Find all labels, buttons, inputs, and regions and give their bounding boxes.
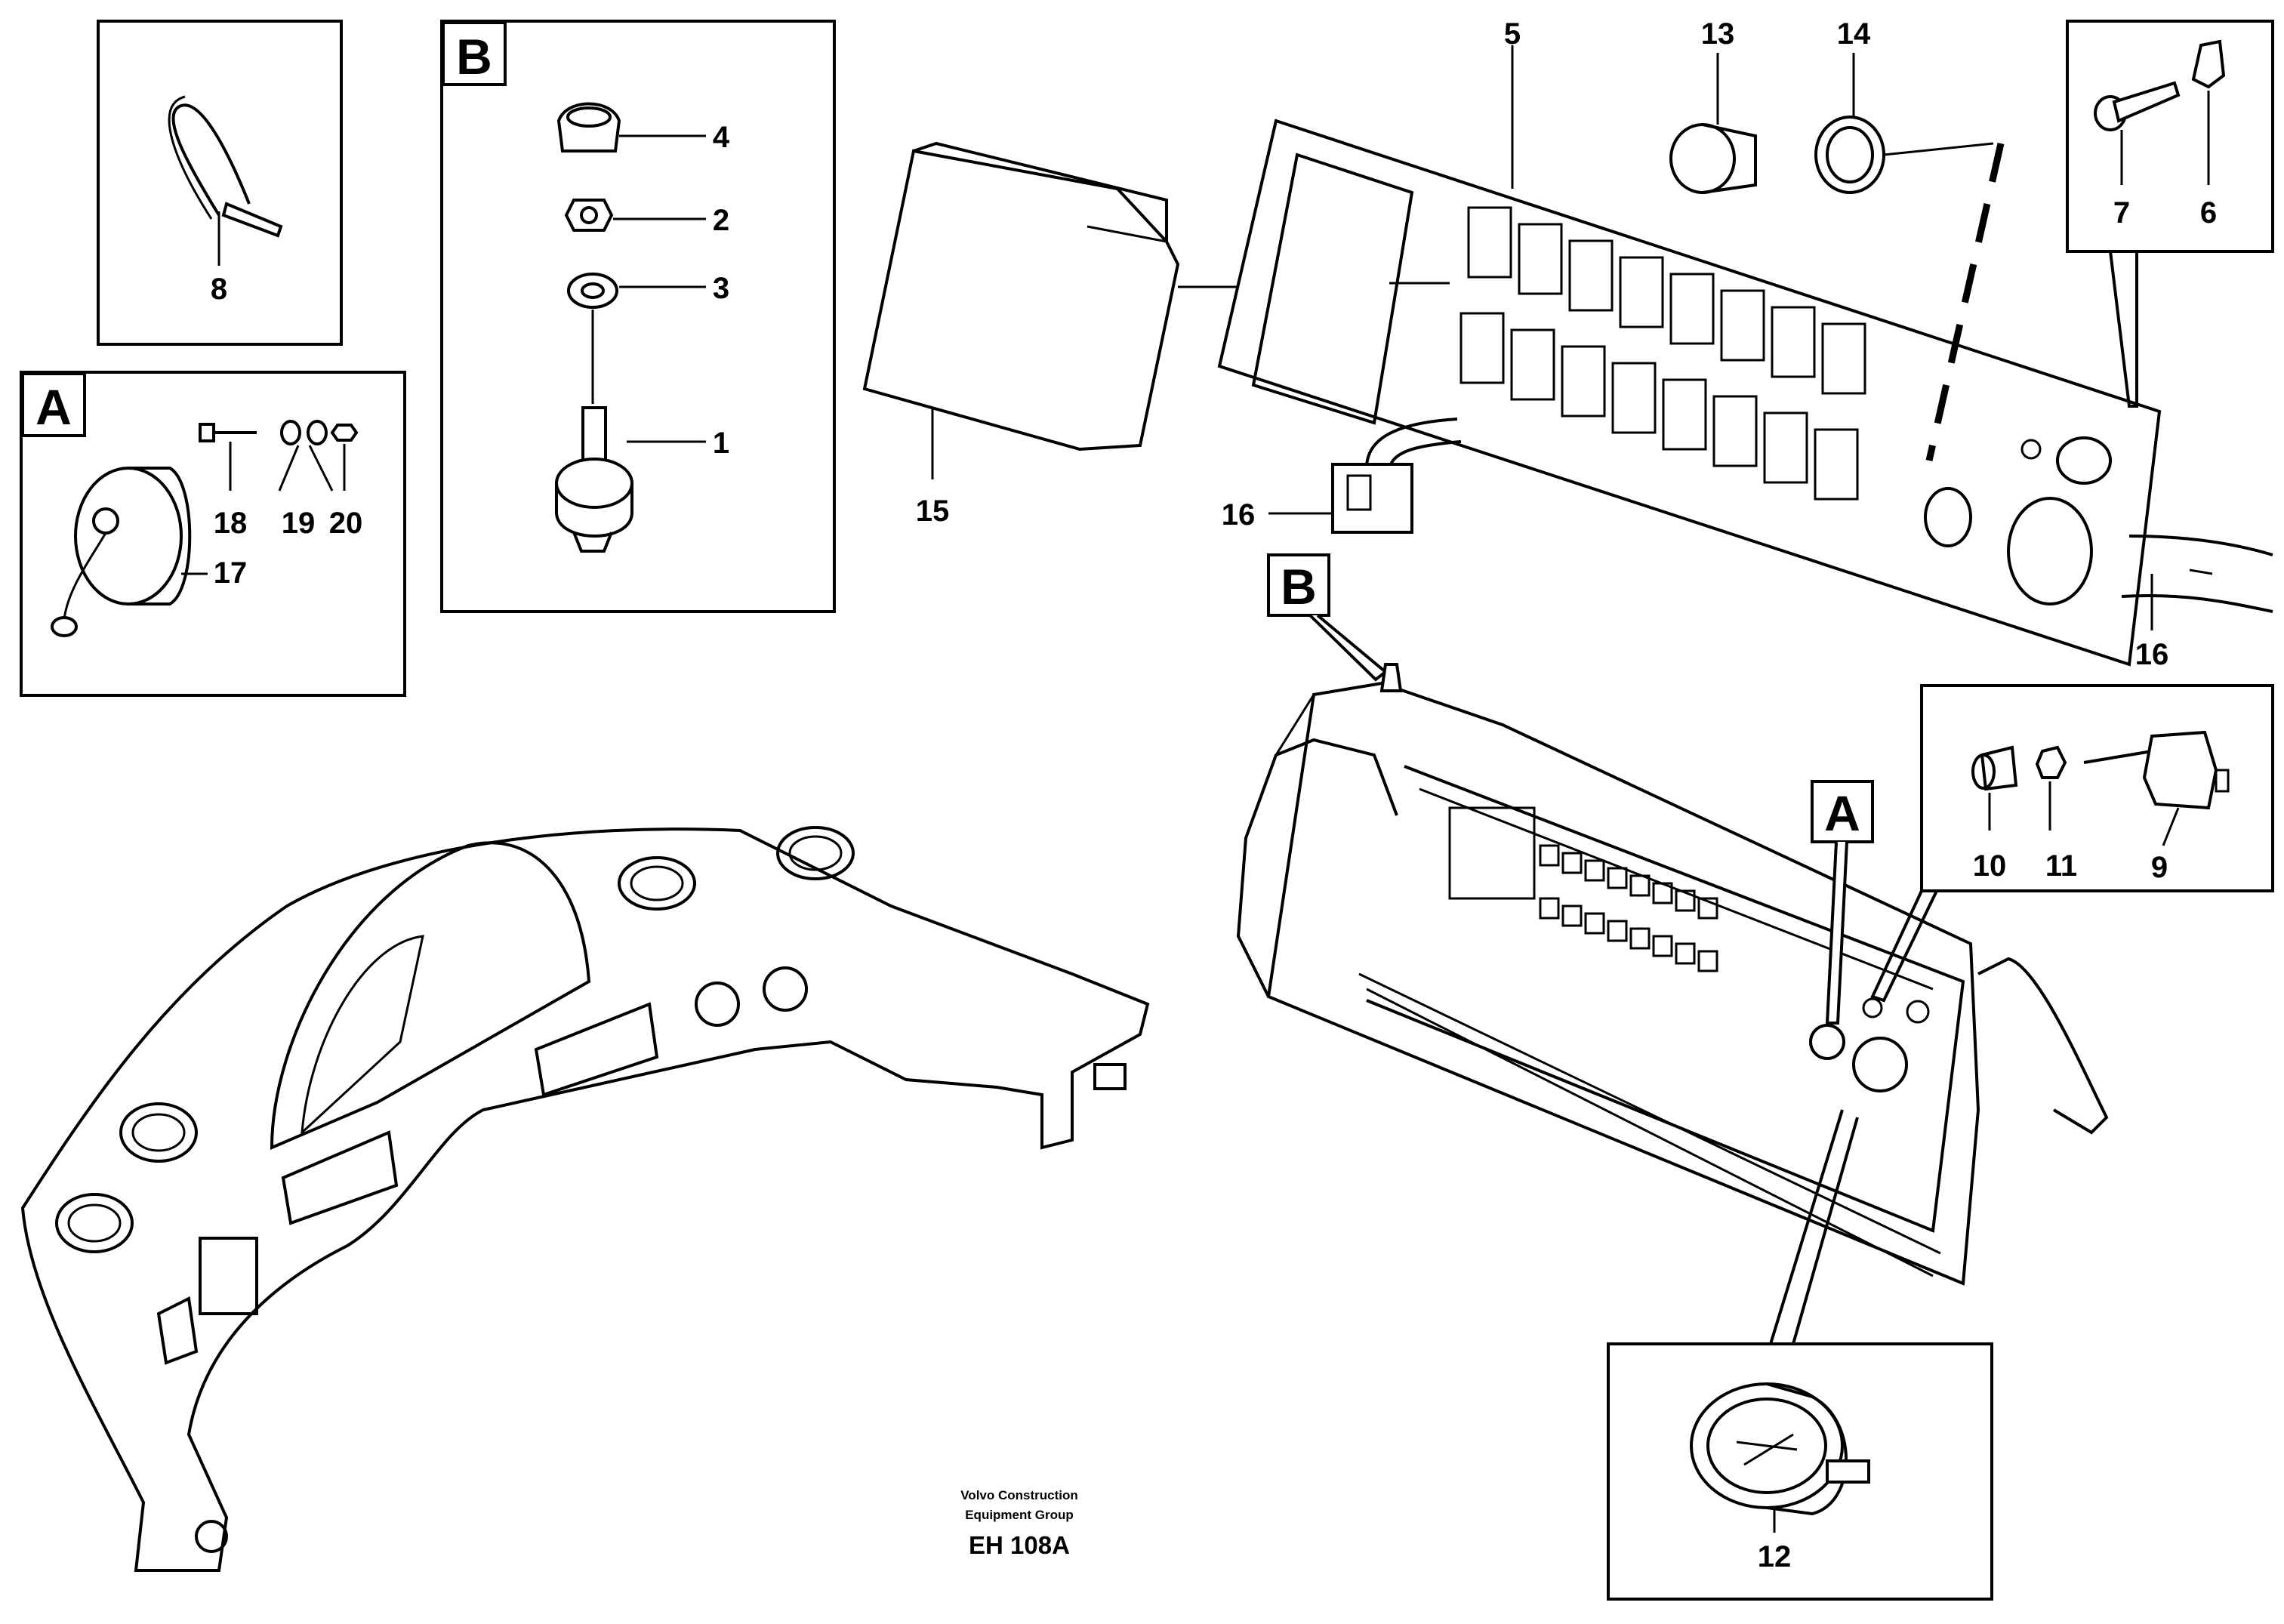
callout-15: 15	[916, 495, 950, 528]
pointer-9-11	[1870, 890, 1938, 1003]
b-pointer-box	[1267, 553, 1330, 617]
knob-drawing	[556, 102, 621, 153]
callout-8: 8	[211, 273, 227, 306]
b-pointer-label: B	[1281, 559, 1317, 615]
callout-11: 11	[2045, 849, 2077, 883]
toggle-nut-drawing	[2035, 745, 2067, 779]
screw-washers-nut-drawing	[199, 420, 359, 445]
pointer-6-7	[2109, 251, 2138, 408]
callout-18: 18	[214, 507, 248, 540]
inset-a-label-box	[21, 372, 86, 437]
switch-panel: 5	[1217, 17, 2162, 667]
callout-4: 4	[713, 121, 730, 154]
inset-b-label: B	[456, 29, 492, 85]
inset-b-label-box	[442, 21, 507, 86]
harness-connector: 16	[1222, 418, 1462, 534]
callout-1: 1	[713, 427, 729, 460]
callout-17: 17	[214, 556, 248, 590]
callout-2: 2	[713, 204, 729, 237]
inset-gauge: 12	[1607, 1342, 1993, 1601]
dashed-assembly-line	[1925, 143, 2005, 461]
inset-screw-clip: 7 6	[2066, 20, 2274, 253]
harness-cable: 16	[2121, 535, 2273, 671]
inset-toggle-switch: 10 11 9	[1920, 684, 2274, 892]
pointer-12	[1768, 1109, 1859, 1345]
left-dashboard	[20, 826, 1150, 1572]
company-line-2: Equipment Group	[965, 1508, 1074, 1522]
inset-cable-tie: 8	[97, 20, 343, 346]
callout-3: 3	[713, 272, 729, 305]
callout-19: 19	[282, 507, 316, 540]
company-line-1: Volvo Construction	[960, 1488, 1078, 1502]
callout-13: 13	[1701, 17, 1735, 51]
gauge-drawing	[1690, 1382, 1870, 1516]
a-pointer-arrow	[1825, 841, 1848, 1025]
switch-slots	[1459, 206, 1866, 501]
display-unit: 15	[862, 141, 1180, 528]
callout-10: 10	[1973, 849, 2007, 883]
callout-9: 9	[2151, 851, 2168, 884]
callout-16-connector: 16	[1222, 498, 1256, 532]
drawing-code: EH 108A	[969, 1531, 1070, 1559]
inset-a-cap: A 18 19 20 17	[20, 371, 406, 697]
screw-drawing	[2094, 81, 2181, 131]
toggle-knob-drawing	[1971, 745, 2018, 791]
callout-5: 5	[1504, 17, 1521, 51]
inset-b-switch: B 4 2 3 1	[440, 20, 836, 613]
clip-drawing	[2191, 39, 2226, 89]
callout-6: 6	[2200, 196, 2217, 230]
right-dashboard	[1236, 663, 2109, 1286]
callout-20: 20	[329, 507, 363, 540]
toggle-switch-drawing	[2083, 730, 2230, 810]
a-pointer-label: A	[1824, 785, 1860, 841]
nut-drawing	[564, 199, 614, 232]
callout-16-cable: 16	[2135, 638, 2169, 671]
footer: Volvo Construction Equipment Group EH 10…	[960, 1488, 1078, 1559]
cable-tie-drawing	[168, 95, 283, 266]
plug-cap-drawing	[51, 467, 192, 637]
b-pointer-arrow	[1308, 614, 1389, 682]
a-pointer-box	[1811, 780, 1874, 843]
socket-parts: 13 14	[1669, 17, 1994, 194]
callout-7: 7	[2113, 196, 2130, 230]
lock-washer-drawing	[567, 273, 618, 309]
callout-14: 14	[1837, 17, 1871, 51]
callout-12: 12	[1758, 1540, 1792, 1573]
inset-a-label: A	[35, 379, 72, 435]
rotary-switch-drawing	[555, 406, 633, 553]
